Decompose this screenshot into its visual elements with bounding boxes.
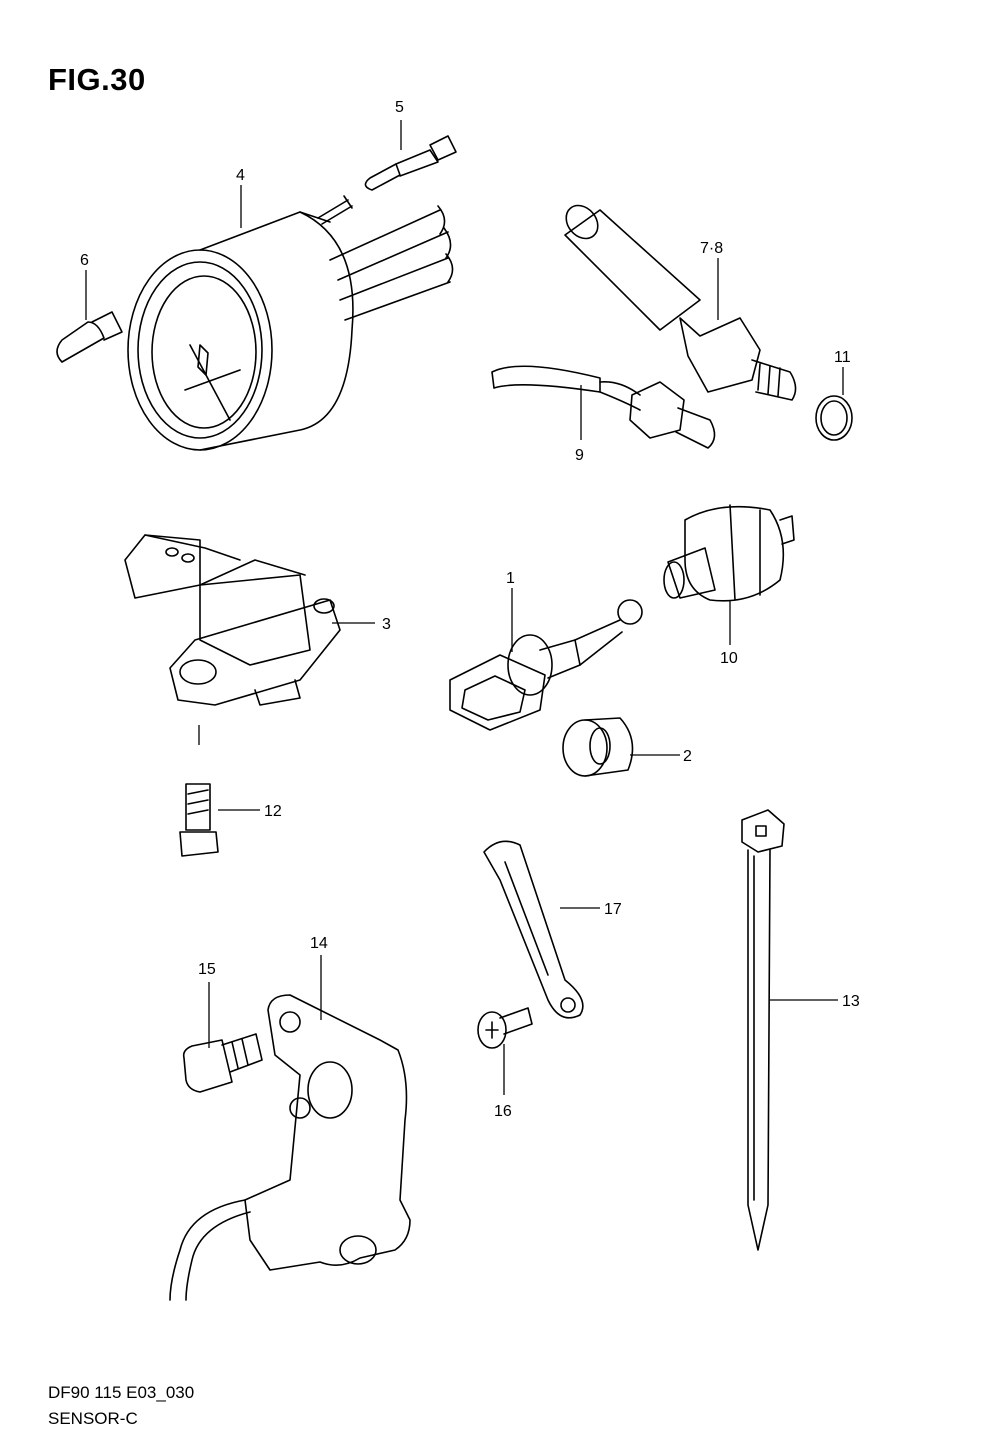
callout-14: 14 (310, 935, 328, 952)
part-9-sender[interactable] (491, 365, 716, 449)
part-14-tps-bracket[interactable] (169, 994, 411, 1301)
figure-footer: DF90 115 E03_030 SENSOR-C (48, 1380, 194, 1432)
callout-17: 17 (604, 901, 622, 918)
callout-labels: 1 2 3 4 5 6 7·8 9 10 11 12 13 14 15 16 1… (80, 99, 860, 1120)
part-11-oring[interactable] (815, 395, 853, 441)
part-2-grommet[interactable] (562, 717, 634, 777)
part-17-stay[interactable] (483, 840, 584, 1019)
part-4-gauge[interactable] (127, 195, 454, 451)
part-10-knock-sensor[interactable] (663, 504, 795, 602)
callout-5: 5 (395, 99, 404, 116)
callout-12: 12 (264, 803, 282, 820)
leader-lines (85, 120, 844, 1095)
callout-11: 11 (834, 349, 851, 366)
part-12-bolt[interactable] (179, 783, 219, 857)
callout-7-8: 7·8 (700, 240, 723, 257)
callout-4: 4 (236, 167, 245, 184)
figure-subtitle: SENSOR-C (48, 1409, 138, 1428)
callout-3: 3 (382, 616, 391, 633)
part-7-8-sensor[interactable] (560, 199, 797, 401)
callout-10: 10 (720, 650, 738, 667)
part-1-sensor[interactable] (449, 599, 643, 731)
part-5-pin[interactable] (364, 135, 457, 191)
callout-15: 15 (198, 961, 216, 978)
part-13-cable-tie[interactable] (741, 809, 785, 1251)
callout-13: 13 (842, 993, 860, 1010)
callout-16: 16 (494, 1103, 512, 1120)
callout-2: 2 (683, 748, 692, 765)
part-6-bulb[interactable] (56, 311, 123, 363)
figure-code: DF90 115 E03_030 (48, 1383, 195, 1402)
part-15-bolt[interactable] (182, 1033, 263, 1093)
figure-title: FIG.30 (48, 62, 146, 97)
part-16-screw[interactable] (477, 1007, 533, 1049)
part-3-map-sensor[interactable] (124, 534, 341, 706)
callout-1: 1 (506, 570, 515, 587)
callout-9: 9 (575, 447, 584, 464)
callout-6: 6 (80, 252, 89, 269)
